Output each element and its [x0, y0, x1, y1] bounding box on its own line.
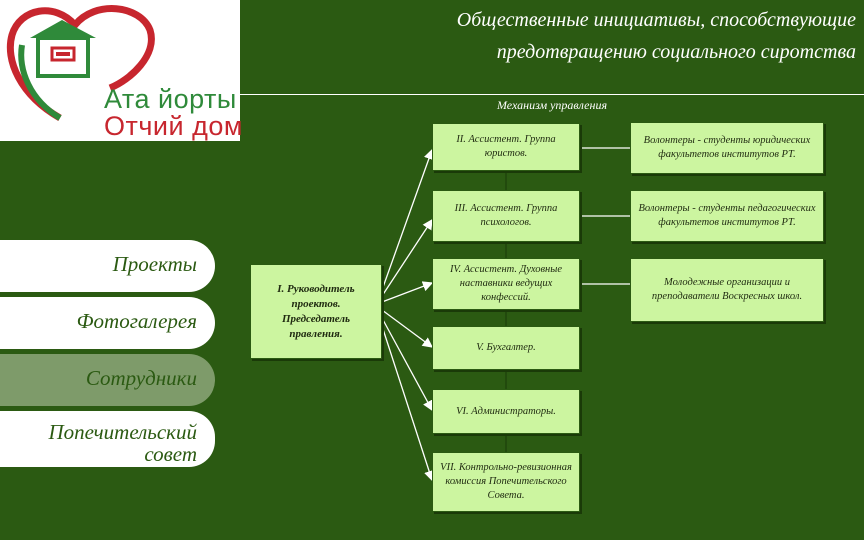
logo-text-russian: Отчий дом: [104, 111, 243, 141]
header-divider: [240, 94, 864, 95]
nav-item-projects[interactable]: Проекты: [0, 240, 215, 292]
org-box-volunteers-pedagogy: Волонтеры - студенты педагогических факу…: [630, 190, 824, 242]
page-title-line1: Общественные инициативы, способствующие: [456, 9, 856, 31]
org-box-leader: I. Руководитель проектов. Председатель п…: [250, 264, 382, 359]
connector-arrow: [381, 325, 435, 482]
page-subtitle: Механизм управления: [496, 98, 608, 112]
logo[interactable]: Ата йорты Отчий дом: [0, 0, 243, 141]
org-box-assistant-spiritual: IV. Ассистент. Духовные наставники ведущ…: [432, 258, 580, 310]
nav-item-label-line1: Попечительский: [48, 420, 197, 444]
logo-text-tatar: Ата йорты: [104, 84, 237, 114]
org-box-accountant: V. Бухгалтер.: [432, 326, 580, 370]
connector-arrow: [381, 309, 434, 348]
org-box-youth-organizations: Молодежные организации и преподаватели В…: [630, 258, 824, 322]
org-box-assistant-lawyers: II. Ассистент. Группа юристов.: [432, 123, 580, 171]
org-box-assistant-psychologists: III. Ассистент. Группа психологов.: [432, 190, 580, 242]
nav-item-label-line2: совет: [144, 442, 197, 466]
nav-item-staff[interactable]: Сотрудники: [0, 354, 215, 406]
page-title-line2: предотвращению социального сиротства: [496, 41, 856, 63]
connector-arrow: [381, 317, 433, 412]
org-box-administrators: VI. Администраторы.: [432, 389, 580, 434]
connector-arrow: [381, 281, 434, 303]
nav-item-photogallery[interactable]: Фотогалерея: [0, 297, 215, 349]
page-title: Общественные инициативы, способствующие …: [457, 4, 856, 68]
connector-arrow: [381, 148, 434, 291]
connector-arrow: [381, 218, 433, 297]
nav-item-label: Сотрудники: [85, 366, 197, 390]
nav-item-label: Проекты: [112, 252, 197, 276]
org-box-volunteers-law: Волонтеры - студенты юридических факульт…: [630, 122, 824, 174]
nav-item-board-of-trustees[interactable]: Попечительский совет: [0, 411, 215, 467]
org-box-audit-commission: VII. Контрольно-ревизионная комиссия Поп…: [432, 452, 580, 512]
nav-item-label: Фотогалерея: [76, 309, 197, 333]
heart-house-icon: [6, 5, 155, 122]
